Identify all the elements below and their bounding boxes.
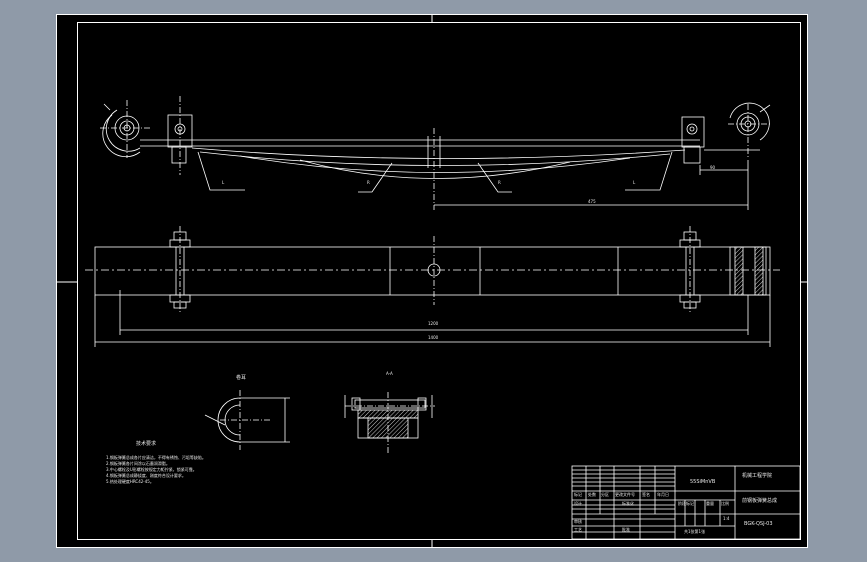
detail-eye-view	[204, 390, 290, 450]
rev-header-doc: 更改文件号	[615, 492, 635, 497]
leader-label-r-left: R	[367, 180, 370, 185]
weight-label: 重量	[706, 501, 714, 506]
rev-header-zone: 分区	[601, 492, 609, 497]
tech-req-line-3: 3.中心螺栓及U形螺栓按规定力矩拧紧，锁紧可靠。	[106, 467, 197, 472]
dim-overall-label: 1400	[428, 335, 439, 340]
designer-label: 设计	[574, 501, 582, 506]
tech-req-title: 技术要求	[136, 441, 157, 447]
rev-header-count: 处数	[588, 492, 596, 497]
rev-header-date: 年月日	[657, 492, 669, 497]
stage-label: 阶段标记	[678, 501, 694, 506]
process-label: 工艺	[574, 527, 582, 532]
centering-marks	[56, 14, 808, 548]
rev-header-mark: 标记	[574, 492, 582, 497]
approve-label: 批准	[622, 527, 630, 532]
leader-label-l-right: L	[633, 180, 636, 185]
dim-right-small-label: 90	[710, 165, 716, 170]
sheet-count: 共1张第1张	[684, 529, 706, 534]
drawing-number: BGK-QSJ-03	[744, 521, 773, 527]
ratio-label: 比例	[721, 501, 729, 506]
plan-view	[85, 226, 780, 347]
leader-label-l-left: L	[222, 180, 225, 185]
detail-clamp-view	[344, 392, 435, 455]
school-name: 机械工程学院	[742, 473, 773, 479]
rev-header-sign: 签名	[642, 492, 650, 497]
dim-right-label: 475	[588, 199, 596, 204]
bracket-view-label: 卷耳	[236, 375, 247, 381]
material-label: 55SiMnVB	[690, 479, 716, 485]
scale-value: 1:4	[723, 516, 730, 521]
standard-label: 标准化	[622, 501, 634, 506]
tech-req-line-5: 5.热处理硬度HRC42-45。	[106, 479, 154, 484]
drawing-name: 前钢板弹簧总成	[742, 498, 778, 504]
tech-req-line-4: 4.钢板弹簧总成静挠度、刚度符合设计要求。	[106, 473, 186, 478]
checker-label: 审核	[574, 519, 582, 524]
dim-inner-label: 1200	[428, 321, 439, 326]
paper-sheet	[56, 14, 808, 548]
tech-req-line-2: 2.钢板弹簧各片间涂以石墨润滑脂。	[106, 461, 170, 466]
tech-req-line-1: 1.钢板弹簧总成各片应清洁，不得有锈蚀、污垢等缺陷。	[106, 455, 206, 460]
section-view-label: A-A	[386, 371, 393, 376]
title-block-grid	[571, 465, 801, 540]
inner-frame	[77, 22, 801, 540]
front-view	[100, 96, 771, 210]
leader-label-r-right: R	[498, 180, 501, 185]
